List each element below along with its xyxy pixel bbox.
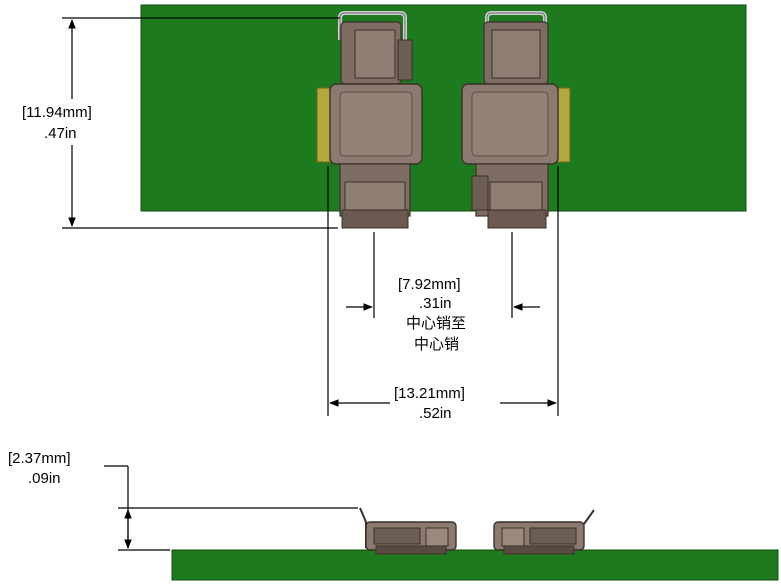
pin-spacing-inch-label: .31in: [419, 295, 452, 312]
clip-right-top: [461, 11, 571, 229]
height-top-mm-label: [11.94mm]: [22, 104, 92, 121]
clip-left-top: [316, 11, 423, 229]
overall-width-inch-label: .52in: [419, 405, 452, 422]
dimension-height-side: [2.37mm] .09in: [8, 450, 358, 551]
pin-spacing-note-line2: 中心销: [414, 336, 459, 353]
clip-left-side: [359, 507, 457, 555]
overall-width-mm-label: [13.21mm]: [394, 385, 465, 402]
clip-right-side: [493, 509, 595, 555]
gold-pad-left: [316, 87, 332, 163]
height-top-inch-label: .47in: [44, 125, 77, 142]
height-side-mm-label: [2.37mm]: [8, 450, 71, 467]
pcb-board-side: [171, 549, 779, 581]
dimension-height-top: [11.94mm] .47in: [18, 17, 340, 229]
dimension-overall-width: [13.21mm] .52in: [327, 166, 559, 422]
pin-spacing-mm-label: [7.92mm]: [398, 276, 461, 293]
pin-spacing-note-line1: 中心销至: [406, 315, 466, 332]
dimension-pin-spacing: [7.92mm] .31in 中心销至 中心销: [346, 232, 540, 353]
height-side-inch-label: .09in: [28, 470, 61, 487]
pcb-board-top: [140, 4, 747, 212]
